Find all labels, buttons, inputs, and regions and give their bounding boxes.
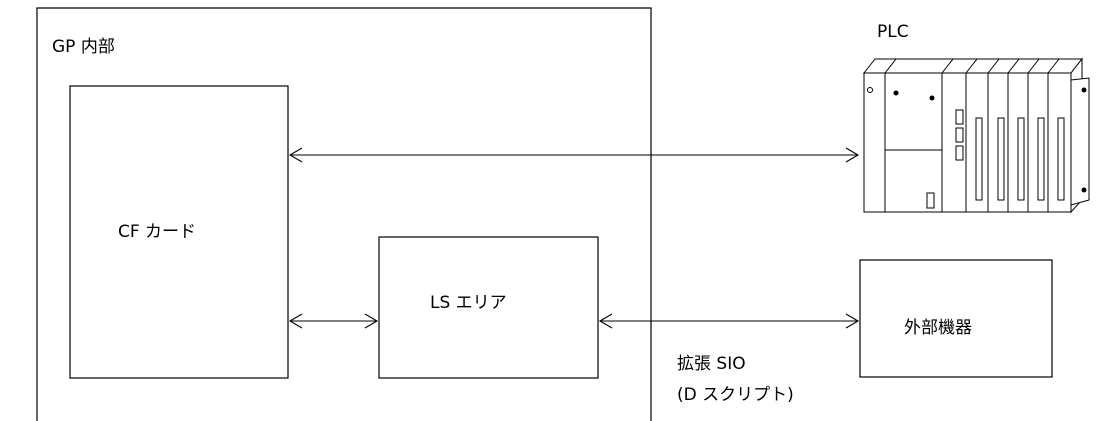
ls-area-label: LS エリア xyxy=(430,293,507,313)
cf-card-box xyxy=(69,85,289,379)
arrow-cf-ls xyxy=(288,313,379,329)
ls-area-box xyxy=(378,236,599,379)
external-device-label: 外部機器 xyxy=(904,318,972,338)
link-label-line2: (D スクリプト) xyxy=(677,385,794,405)
arrow-cf-plc xyxy=(288,147,860,163)
cf-card-label: CF カード xyxy=(118,222,197,242)
link-label-line1: 拡張 SIO xyxy=(677,354,746,374)
plc-label: PLC xyxy=(877,22,909,42)
gp-internal-region xyxy=(36,7,652,421)
plc-device-icon xyxy=(862,57,1090,214)
gp-internal-label: GP 内部 xyxy=(52,37,115,57)
arrow-ls-external xyxy=(598,313,860,329)
external-device-box xyxy=(859,259,1053,378)
